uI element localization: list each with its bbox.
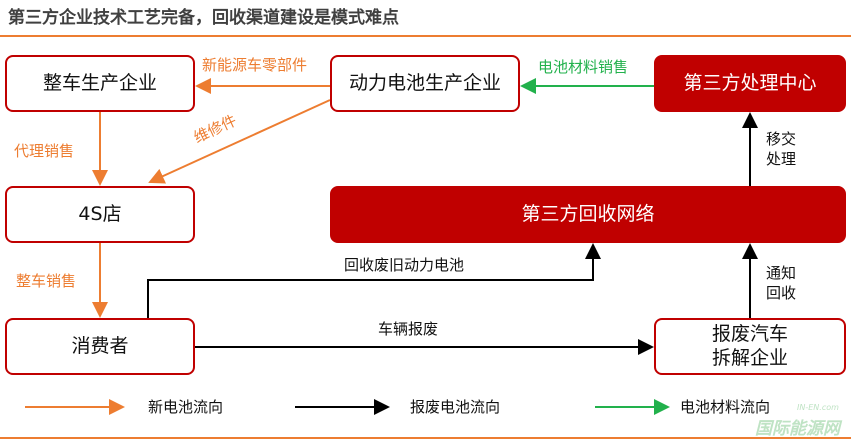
box-dismantler: 报废汽车 拆解企业 bbox=[654, 318, 846, 375]
box-third-party-center: 第三方处理中心 bbox=[654, 55, 846, 112]
watermark-url: IN-EN.com bbox=[797, 403, 839, 412]
page-title: 第三方企业技术工艺完备，回收渠道建设是模式难点 bbox=[8, 8, 399, 28]
arrow-recycle-battery bbox=[147, 243, 601, 318]
arrow-repair-parts bbox=[148, 99, 331, 184]
watermark-logo: 国际能源网 bbox=[755, 419, 840, 439]
box-vehicle-maker: 整车生产企业 bbox=[5, 55, 195, 112]
box-4s-dealer: 4S店 bbox=[5, 186, 195, 243]
label-notify: 通知 回收 bbox=[766, 264, 797, 302]
label-vehicle-sales: 整车销售 bbox=[16, 272, 77, 290]
label-nev-parts: 新能源车零部件 bbox=[202, 56, 308, 74]
legend-scrap-battery: 报废电池流向 bbox=[410, 398, 501, 416]
box-battery-maker: 动力电池生产企业 bbox=[330, 55, 520, 112]
box-consumer: 消费者 bbox=[5, 318, 195, 375]
legend-material: 电池材料流向 bbox=[680, 398, 771, 416]
title-divider bbox=[0, 35, 851, 37]
label-scrap: 车辆报废 bbox=[378, 320, 439, 338]
bottom-divider bbox=[0, 437, 851, 439]
box-recycle-network: 第三方回收网络 bbox=[330, 186, 846, 243]
label-agent-sales: 代理销售 bbox=[14, 142, 75, 160]
label-recycle-battery: 回收废旧动力电池 bbox=[344, 256, 465, 274]
legend-new-battery: 新电池流向 bbox=[148, 398, 224, 416]
label-transfer: 移交 处理 bbox=[766, 130, 797, 168]
label-material-sales: 电池材料销售 bbox=[538, 58, 629, 76]
